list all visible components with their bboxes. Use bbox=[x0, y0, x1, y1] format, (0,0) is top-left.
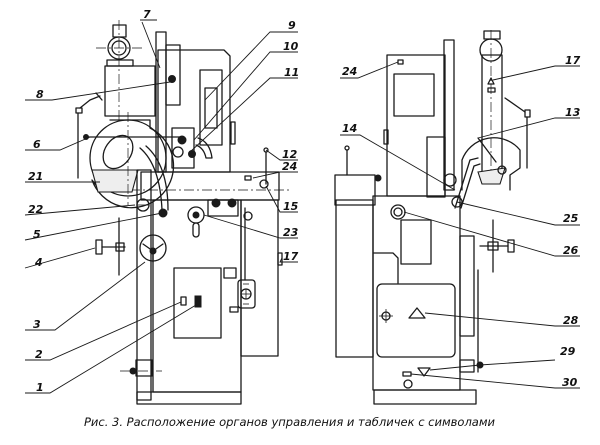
button-panel bbox=[207, 199, 239, 217]
callout-22: 22 bbox=[28, 203, 44, 216]
dresser-arm[interactable] bbox=[477, 137, 497, 163]
grinding-wheel bbox=[91, 169, 139, 193]
left-machine-view bbox=[75, 20, 290, 405]
callout-28: 28 bbox=[563, 314, 579, 327]
rear-cabinet bbox=[335, 199, 374, 358]
callout-21: 21 bbox=[28, 170, 43, 183]
door-panel-right bbox=[376, 283, 456, 358]
handwheel-3[interactable] bbox=[139, 234, 167, 263]
leader-lines bbox=[24, 19, 580, 394]
rear-block bbox=[334, 174, 376, 206]
coolant-pipe-right bbox=[454, 157, 479, 209]
head-panel bbox=[199, 69, 223, 146]
callout-17-right: 17 bbox=[565, 54, 581, 67]
switch-2[interactable] bbox=[180, 296, 187, 306]
callout-12: 12 bbox=[282, 148, 298, 161]
wheel-guard bbox=[89, 112, 175, 209]
handle-8[interactable] bbox=[79, 92, 103, 109]
callout-15: 15 bbox=[283, 200, 299, 213]
head-window bbox=[204, 87, 218, 129]
callout-5: 5 bbox=[33, 228, 41, 241]
clamp-7[interactable] bbox=[168, 75, 176, 83]
base-plate bbox=[136, 391, 242, 405]
callout-24-right: 24 bbox=[342, 65, 357, 78]
coolant-valve[interactable] bbox=[451, 196, 463, 208]
inner-slide bbox=[426, 136, 446, 198]
handwheel-4[interactable] bbox=[95, 217, 126, 276]
callout-14: 14 bbox=[342, 122, 357, 135]
guide-slot bbox=[165, 44, 181, 106]
upper-plate bbox=[400, 219, 432, 265]
callout-29: 29 bbox=[560, 345, 576, 358]
spindle-motor bbox=[96, 20, 156, 120]
callout-1: 1 bbox=[36, 381, 44, 394]
switch-1[interactable] bbox=[194, 295, 202, 308]
vertical-shaft bbox=[136, 169, 152, 401]
callout-8: 8 bbox=[36, 88, 44, 101]
curved-lever bbox=[195, 137, 213, 159]
callout-10: 10 bbox=[283, 40, 299, 53]
side-lever[interactable] bbox=[504, 97, 526, 113]
small-plate bbox=[229, 306, 239, 313]
lever-12-pivot bbox=[259, 179, 269, 189]
rod-eye bbox=[243, 211, 253, 221]
feed-direction-control[interactable] bbox=[237, 279, 256, 309]
handwheel-26[interactable] bbox=[479, 219, 515, 273]
callout-11: 11 bbox=[284, 66, 299, 79]
side-tab bbox=[383, 129, 389, 145]
callout-30: 30 bbox=[562, 376, 578, 389]
callout-labels: 7 8 6 21 22 5 4 3 2 1 9 10 11 12 24 15 2… bbox=[28, 8, 581, 394]
coolant-pipe-2 bbox=[145, 145, 169, 211]
plate-30 bbox=[402, 371, 412, 377]
knob-upper[interactable] bbox=[390, 204, 406, 220]
plate-24-right bbox=[397, 59, 404, 65]
wheel-guard-right bbox=[461, 137, 521, 191]
figure-caption: Рис. 3. Расположение органов управления … bbox=[84, 415, 496, 429]
head-frame bbox=[157, 49, 231, 173]
callout-4: 4 bbox=[34, 256, 43, 269]
head-tab bbox=[230, 121, 236, 145]
knob-23-stem bbox=[192, 222, 200, 238]
column-body-right bbox=[372, 195, 461, 391]
table-plate-24 bbox=[244, 175, 252, 181]
door-panel bbox=[173, 267, 222, 339]
callout-17-left: 17 bbox=[283, 250, 299, 263]
knob-5[interactable] bbox=[158, 208, 168, 218]
callout-13: 13 bbox=[565, 106, 581, 119]
valve-block[interactable] bbox=[171, 127, 196, 169]
button-a[interactable] bbox=[211, 198, 221, 208]
handle-8-knob bbox=[75, 107, 83, 114]
bottom-jack bbox=[135, 359, 153, 377]
valve-14 bbox=[443, 173, 457, 187]
column-step bbox=[373, 252, 399, 284]
callout-23: 23 bbox=[283, 226, 299, 239]
head-frame-right bbox=[386, 54, 446, 197]
column-guide-right bbox=[443, 39, 455, 191]
right-machine-view bbox=[334, 30, 531, 405]
side-cabinet bbox=[240, 199, 279, 357]
callout-3: 3 bbox=[33, 318, 41, 331]
vertical-motor bbox=[479, 30, 503, 180]
base-plate-right bbox=[373, 389, 477, 405]
button-b[interactable] bbox=[227, 198, 237, 208]
triangle-up-symbol bbox=[408, 307, 426, 319]
bottom-bolt bbox=[403, 379, 413, 389]
coolant-pipe bbox=[139, 147, 163, 211]
callout-7: 7 bbox=[143, 8, 151, 21]
callout-25: 25 bbox=[563, 212, 579, 225]
callout-9: 9 bbox=[288, 19, 296, 32]
scale-bar bbox=[459, 235, 475, 337]
head-window-right bbox=[393, 73, 435, 117]
callout-24-left: 24 bbox=[282, 160, 297, 173]
callout-2: 2 bbox=[35, 348, 43, 361]
callout-26: 26 bbox=[563, 244, 579, 257]
callout-6: 6 bbox=[33, 138, 41, 151]
nameplate bbox=[223, 267, 237, 279]
triangle-down-symbol bbox=[417, 367, 431, 377]
